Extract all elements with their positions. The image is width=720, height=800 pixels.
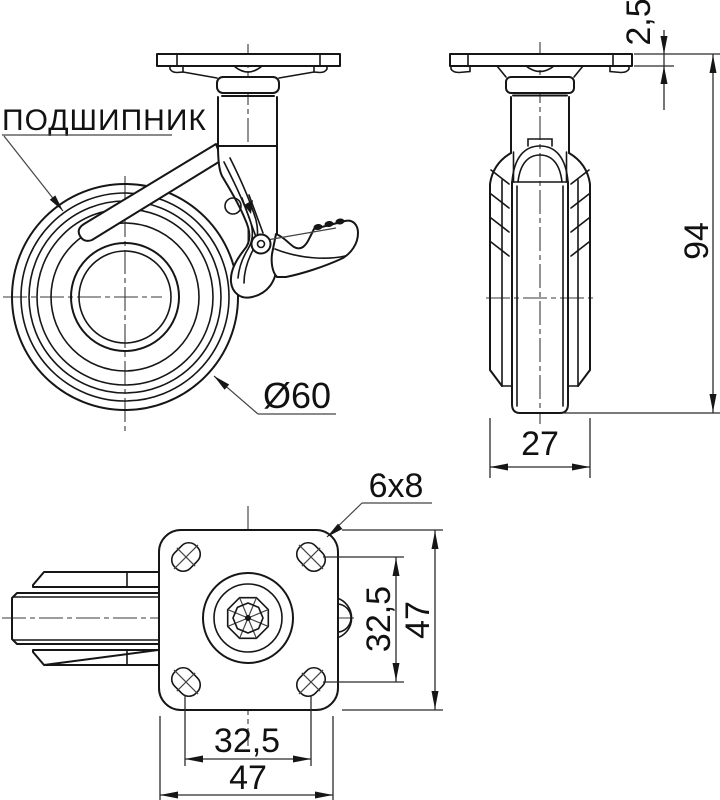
wheel-bottom — [11, 571, 159, 666]
brake-arm — [241, 194, 264, 238]
diameter-arrow — [214, 376, 230, 390]
dim-overall-height: 94 — [563, 54, 720, 414]
stem-side — [217, 96, 278, 149]
brake-pedal — [270, 219, 359, 278]
swivel-collar-side — [216, 76, 280, 97]
dim-wheel-width-text: 27 — [521, 425, 559, 463]
fork-leg — [77, 143, 223, 242]
brake-tip-bottom — [336, 597, 353, 639]
mounting-hole-top-right — [295, 541, 327, 573]
swivel-neck-front — [496, 65, 584, 97]
dim-plate-width-text: 47 — [229, 759, 267, 797]
fork-flange-curve — [223, 161, 254, 279]
top-plate-side — [156, 53, 341, 79]
dim-hole-spacing-vertical: 32,5 — [323, 556, 404, 683]
brake-pivot-bolt — [250, 233, 272, 255]
dim-hole-spacing-v-text: 32,5 — [360, 586, 398, 652]
dim-plate-width: 47 — [159, 716, 334, 800]
side-view: ПОДШИПНИК Ø60 — [2, 44, 359, 432]
dim-hole-spacing-h-text: 32,5 — [214, 722, 280, 760]
dim-plate-thickness-text: 2,5 — [620, 0, 658, 46]
kingpin-socket — [226, 596, 270, 640]
brake-spring-wire — [266, 227, 337, 241]
bearing-label: ПОДШИПНИК — [2, 104, 207, 137]
brake-pivot-bolt-center — [256, 239, 266, 249]
mounting-hole-bottom-right — [295, 666, 327, 698]
brake-pedal-grips — [313, 218, 345, 231]
wheel-housing-front — [489, 152, 591, 387]
wheel-diameter-label: Ø60 — [263, 375, 331, 416]
top-plate-front — [449, 53, 633, 74]
brake-pedal-edge — [274, 248, 346, 259]
stem-front — [510, 96, 570, 154]
mounting-hole-bottom-left — [170, 666, 202, 698]
swivel-bearing-bottom — [202, 572, 294, 664]
wheel-diameter-callout: Ø60 — [213, 375, 336, 416]
wheel-front — [511, 138, 569, 414]
dim-hole-spacing-horizontal: 32,5 — [184, 695, 312, 766]
dim-plate-thickness: 2,5 — [620, 0, 720, 110]
hole-size-callout: 6x8 — [326, 467, 432, 538]
mounting-hole-top-left — [170, 541, 202, 573]
dim-wheel-width: 27 — [489, 418, 591, 478]
front-view: 2,5 94 27 — [449, 0, 720, 478]
fork-hole — [224, 197, 242, 215]
bearing-callout-arrow — [49, 195, 63, 211]
fork-body — [217, 145, 278, 299]
bottom-view: 6x8 32,5 47 32,5 — [2, 467, 443, 800]
housing-ribs — [490, 169, 590, 257]
hole-size-label: 6x8 — [369, 467, 424, 505]
dim-overall-height-text: 94 — [678, 222, 716, 260]
dim-plate-height: 47 — [342, 529, 443, 711]
dim-plate-height-text: 47 — [399, 601, 437, 639]
bearing-callout: ПОДШИПНИК — [2, 104, 207, 212]
